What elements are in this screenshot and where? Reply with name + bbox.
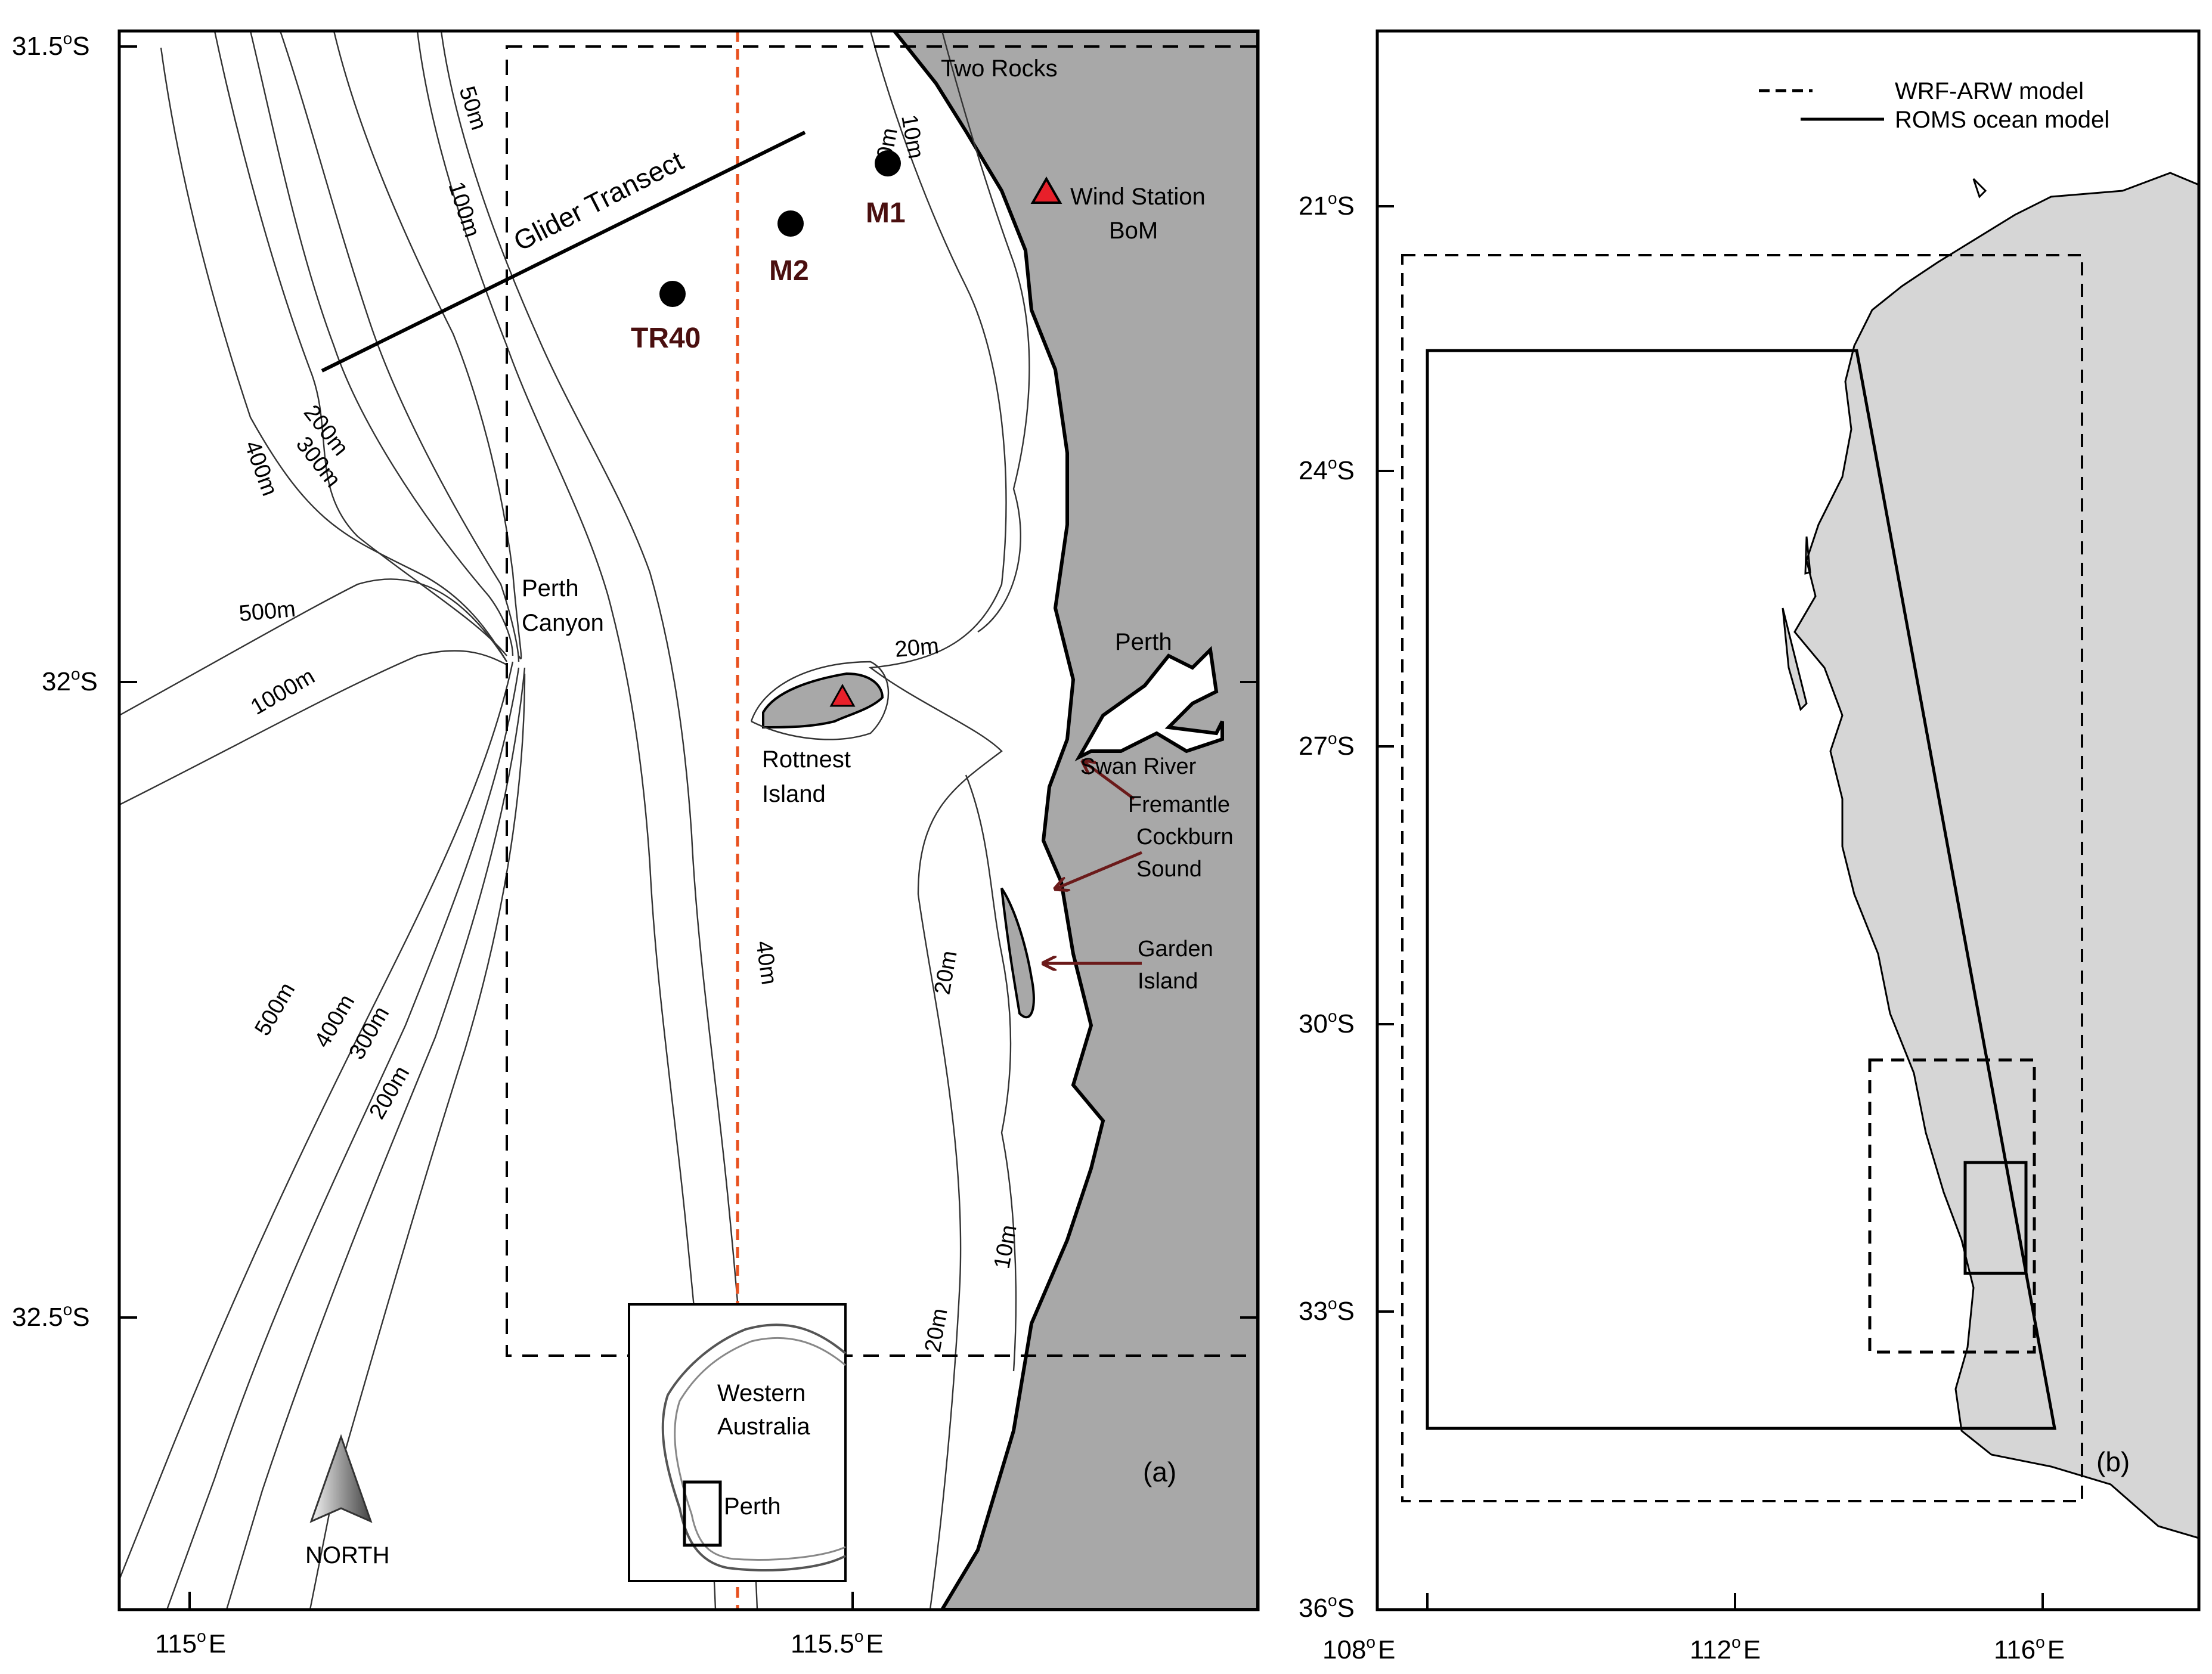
land-mass-b [1793, 172, 2199, 1539]
label-north: NORTH [305, 1542, 389, 1568]
label-rottnest-2: Island [762, 781, 826, 807]
roms-nest-box [1963, 1161, 2028, 1275]
mooring-m2-icon [777, 210, 804, 237]
garden-island [1000, 887, 1035, 1019]
inset-frame [628, 1303, 847, 1582]
mooring-m1-icon [875, 150, 901, 176]
panel-b-frame [1375, 29, 2201, 1611]
legend-wrf: WRF-ARW model [1895, 78, 2084, 104]
label-garden-2: Island [1138, 969, 1198, 994]
label-cockburn-1: Cockburn [1136, 824, 1234, 850]
lat-tick-label: 36oS [1299, 1591, 1355, 1623]
lon-tick-label: 108oE [1322, 1633, 1395, 1664]
lat-tick-label: 33oS [1299, 1294, 1355, 1326]
panel-b-axes [1377, 205, 2044, 1610]
lat-tick-label: 21oS [1299, 189, 1355, 221]
label-m2: M2 [769, 255, 809, 287]
lat-tick-label: 27oS [1299, 729, 1355, 761]
depth-label: 500m [238, 597, 296, 627]
depth-label: 40m [751, 939, 782, 986]
panel-a-frame [117, 29, 1260, 1611]
lat-tick-label: 24oS [1299, 454, 1355, 485]
label-australia: Australia [717, 1413, 810, 1440]
north-arrow-icon [309, 1434, 373, 1523]
panel-a-axes [119, 45, 1258, 1610]
panel-b-label: (b) [2096, 1446, 2130, 1477]
land-mass-a [892, 31, 1258, 1610]
panel-a-map [119, 31, 1258, 1610]
label-m1: M1 [866, 197, 906, 229]
label-tr40: TR40 [631, 323, 701, 354]
label-two-rocks: Two Rocks [941, 55, 1058, 82]
wrf-inner-domain [1868, 1058, 2036, 1354]
inset-perth-box [683, 1480, 722, 1547]
legend-roms: ROMS ocean model [1895, 107, 2109, 133]
panel-a-label: (a) [1143, 1456, 1176, 1487]
lon-tick-label: 115.5oE [791, 1627, 884, 1658]
wrf-outer-domain [1401, 254, 2083, 1502]
label-cockburn-2: Sound [1136, 857, 1202, 882]
mooring-tr40-icon [659, 281, 686, 307]
lat-tick-label: 30oS [1299, 1007, 1355, 1038]
swan-river-estuary [1074, 646, 1224, 762]
label-bom: BoM [1109, 218, 1158, 244]
label-inset-perth: Perth [724, 1493, 781, 1520]
rottnest-station-triangle-icon [829, 683, 856, 707]
label-western: Western [717, 1380, 806, 1406]
lat-tick-label: 32oS [42, 665, 98, 696]
roms-domain [1426, 349, 2057, 1430]
inset-coastline [661, 1323, 847, 1571]
label-rottnest-1: Rottnest [762, 746, 851, 773]
legend: WRF-ARW model ROMS ocean model [1759, 78, 2109, 133]
lat-tick-label: 31.5oS [12, 29, 90, 61]
depth-label: 20m [894, 634, 940, 662]
label-perth: Perth [1115, 629, 1172, 655]
label-perth-canyon-2: Canyon [522, 610, 604, 636]
panel-a-tick-labels: 31.5oS 32oS 32.5oS 115oE 115.5oE [12, 29, 884, 1658]
swan-river-arrow [1084, 762, 1135, 801]
label-perth-canyon-1: Perth [522, 575, 579, 602]
lon-tick-label: 115oE [155, 1627, 226, 1658]
panel-b-tick-labels: 21oS 24oS 27oS 30oS 33oS 36oS 108oE 112o… [1299, 189, 2065, 1664]
cockburn-arrow [1057, 851, 1142, 888]
label-fremantle: Fremantle [1128, 792, 1230, 817]
label-swan-river: Swan River [1080, 754, 1197, 779]
panel-b-map [1377, 31, 2199, 1610]
label-wind-station: Wind Station [1070, 184, 1206, 210]
label-garden-1: Garden [1138, 937, 1213, 962]
rottnest-island [762, 672, 884, 729]
glider-transect-line [321, 131, 806, 373]
lat-tick-label: 32.5oS [12, 1300, 90, 1332]
lon-tick-label: 112oE [1690, 1633, 1761, 1664]
lon-tick-label: 116oE [1994, 1633, 2065, 1664]
wind-station-triangle-icon [1030, 176, 1062, 204]
model-subdomain-box [506, 45, 1258, 1357]
